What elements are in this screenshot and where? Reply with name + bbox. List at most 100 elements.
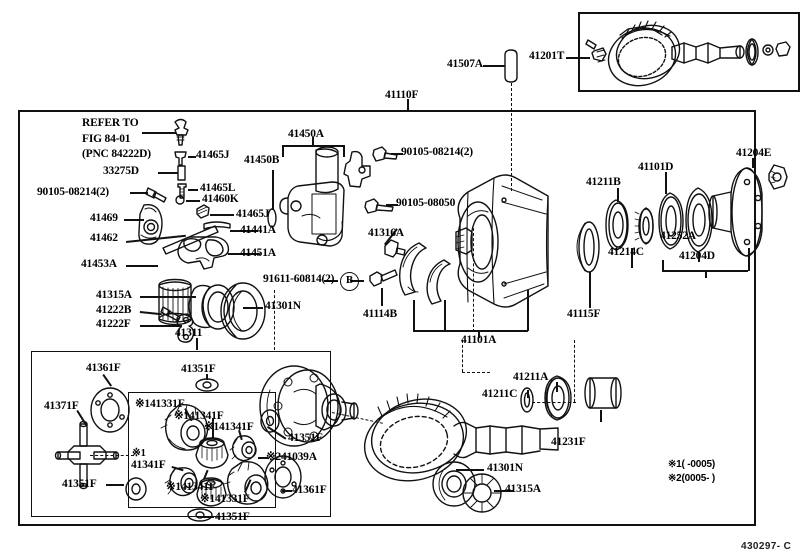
leader-41361f-lower xyxy=(282,490,292,492)
bracket-41101a xyxy=(413,330,528,332)
leader-41211b xyxy=(617,188,619,202)
bracket-41101a-r xyxy=(527,290,529,331)
note-mark-2: ※2(0005- ) xyxy=(668,472,715,484)
dash-pinion-left xyxy=(462,340,463,372)
label-41316a: 41316A xyxy=(368,227,404,239)
label-41507a: 41507A xyxy=(447,58,483,70)
leader-241039a xyxy=(258,457,268,459)
bracket-41204d-stem xyxy=(705,270,707,278)
label-41214c: 41214C xyxy=(608,246,644,258)
bracket-41450a-r xyxy=(343,145,345,157)
refer-to-line2: FIG 84-01 xyxy=(82,132,131,145)
label-41211c: 41211C xyxy=(482,388,518,400)
leader-41110f-stem xyxy=(407,99,409,110)
leader-41507a xyxy=(483,65,505,67)
bracket-41204d-r xyxy=(748,248,750,271)
label-41341f: 41341F xyxy=(131,459,166,471)
label-41101a: 41101A xyxy=(461,334,497,346)
leader-41214c xyxy=(631,248,633,268)
label-91611-60814: 91611-60814(2) xyxy=(263,273,335,285)
label-141341f-lower: ※141341F xyxy=(166,481,216,493)
leader-41507a-dash xyxy=(511,83,512,191)
label-90105-08214-left: 90105-08214(2) xyxy=(37,186,109,198)
leader-41315a-low xyxy=(494,490,514,492)
dash-diffcase-link xyxy=(274,290,275,350)
leader-90105-08050 xyxy=(386,204,398,206)
leader-41465j-top xyxy=(188,156,196,158)
leader-referto xyxy=(142,132,176,134)
main-diagram-border xyxy=(18,110,756,526)
label-41450a: 41450A xyxy=(288,128,324,140)
label-41453a: 41453A xyxy=(81,258,117,270)
leader-41211a xyxy=(556,382,558,392)
label-41351f-bottom: 41351F xyxy=(215,511,250,523)
leader-41252a-stem xyxy=(698,252,700,262)
leader-41351f-bottom xyxy=(200,516,214,518)
label-41450b: 41450B xyxy=(244,154,280,166)
dash-pinion-right-h xyxy=(532,402,576,403)
dash-pinion-left-h xyxy=(462,372,490,373)
label-41351f-left: 41351F xyxy=(62,478,97,490)
label-41371f: 41371F xyxy=(44,400,79,412)
label-33275d: 33275D xyxy=(103,165,139,177)
label-mark-1: ※1 xyxy=(132,448,146,459)
label-41465j-top: 41465J xyxy=(196,149,230,161)
label-41222f: 41222F xyxy=(96,318,131,330)
leader-41204e xyxy=(752,158,754,168)
leader-41311 xyxy=(196,338,198,350)
label-41315a-low: 41315A xyxy=(505,483,541,495)
differential-group-border xyxy=(31,351,331,517)
label-41110f: 41110F xyxy=(385,89,419,101)
label-141331f-lower: ※141331F xyxy=(200,493,250,505)
label-241039a: ※241039A xyxy=(266,451,317,463)
diagram-watermark: 430297- C xyxy=(741,541,792,552)
label-41222b: 41222B xyxy=(96,304,132,316)
label-41351f-top: 41351F xyxy=(181,363,216,375)
label-41465j-mid: 41465J xyxy=(236,208,270,220)
bracket-41101a-stem xyxy=(478,330,480,338)
label-41361f-lower: 41361F xyxy=(292,484,327,496)
leader-41301n-mid xyxy=(243,307,263,309)
leader-41101d xyxy=(665,172,667,194)
leader-41451a xyxy=(228,253,260,255)
refer-to-line1: REFER TO xyxy=(82,117,139,129)
leader-41211c xyxy=(527,390,529,398)
dash-housing-left xyxy=(473,228,474,332)
label-41211a: 41211A xyxy=(513,371,549,383)
label-41201t: 41201T xyxy=(529,50,565,62)
label-41204e: 41204E xyxy=(736,147,772,159)
leader-41222f xyxy=(140,325,182,327)
serial-notes: ※1( -0005) ※2(0005- ) xyxy=(668,458,715,485)
label-41361f-top: 41361F xyxy=(86,362,121,374)
leader-41465j-mid xyxy=(210,214,234,216)
leader-41465l xyxy=(188,189,198,191)
label-141331f-upper: ※141331F xyxy=(135,398,185,410)
leader-90105-08214-mid xyxy=(391,153,403,155)
dash-pinion-right xyxy=(574,340,575,402)
leader-41231f xyxy=(600,410,602,422)
leader-41114b xyxy=(381,288,383,306)
label-41462: 41462 xyxy=(90,232,118,244)
label-90105-08214-mid: 90105-08214(2) xyxy=(401,146,473,158)
leader-b-circle xyxy=(324,280,338,282)
label-41231f: 41231F xyxy=(551,436,586,448)
inset-border-41201T xyxy=(578,12,800,92)
leader-41469 xyxy=(124,219,144,221)
bracket-41450a-l xyxy=(282,145,284,157)
label-41315a-left: 41315A xyxy=(96,289,132,301)
gear-set-inner-border xyxy=(128,392,276,508)
bracket-41101a-l xyxy=(413,300,415,331)
label-41252a: 41252A xyxy=(660,230,696,242)
leader-41351f-top xyxy=(206,374,208,380)
leader-41315a-left xyxy=(140,296,196,298)
leader-41450b xyxy=(272,170,274,210)
leader-41460k xyxy=(186,200,200,202)
label-41301n-low: 41301N xyxy=(487,462,523,474)
label-41204d: 41204D xyxy=(679,250,715,262)
bracket-41450a-stem xyxy=(312,137,314,146)
leader-41115f xyxy=(589,272,591,308)
bracket-41204d-l xyxy=(662,260,664,271)
label-41469: 41469 xyxy=(90,212,118,224)
leader-141341f-upper xyxy=(212,418,214,438)
